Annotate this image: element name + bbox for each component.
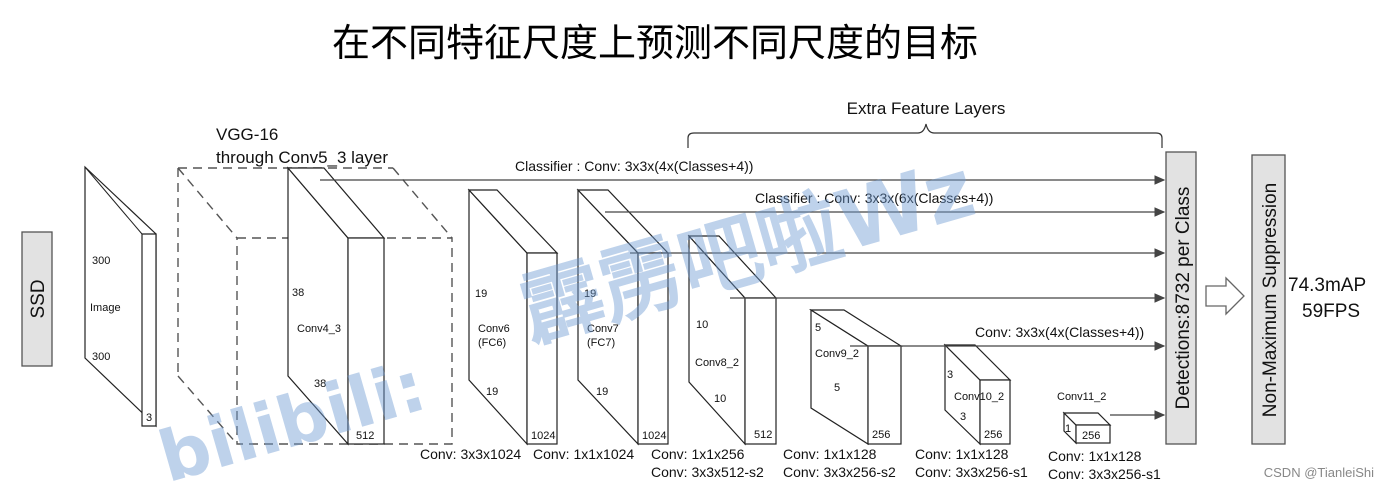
- image-block: 300 Image 300 3: [84, 165, 157, 428]
- conv7-height: 19: [596, 386, 608, 398]
- image-height: 300: [92, 351, 110, 363]
- conv9-2-channels: 256: [872, 429, 890, 441]
- conv9-2-width: 5: [815, 322, 821, 334]
- nms-label: Non-Maximum Suppression: [1260, 183, 1281, 417]
- conv4-3-width: 38: [292, 287, 304, 299]
- conv7-width: 19: [584, 288, 596, 300]
- conv11-2-label: Conv11_2: [1057, 391, 1106, 403]
- classifier-arrows: Classifier : Conv: 3x3x(4x(Classes+4)) C…: [320, 158, 1166, 420]
- page-title: 在不同特征尺度上预测不同尺度的目标: [331, 21, 978, 65]
- bottom-conv9-2-a: Conv: 1x1x128: [783, 446, 877, 462]
- bottom-conv10-2-a: Conv: 1x1x128: [915, 446, 1009, 462]
- ssd-label: SSD: [28, 279, 49, 318]
- conv8-2-width: 10: [696, 319, 708, 331]
- conv6-label-fc: (FC6): [478, 337, 506, 349]
- fps-metric: 59FPS: [1302, 301, 1360, 322]
- conv8-2-height: 10: [714, 393, 726, 405]
- conv11-2-channels: 256: [1082, 430, 1100, 442]
- bottom-conv6: Conv: 3x3x1024: [420, 446, 521, 462]
- conv4-3-label: Conv4_3: [297, 323, 341, 335]
- conv10-2-block: 3 Conv10_2 3 256: [943, 343, 1012, 446]
- conv6-channels: 1024: [531, 430, 555, 442]
- bottom-conv8-2-b: Conv: 3x3x512-s2: [651, 464, 764, 480]
- map-metric: 74.3mAP: [1288, 275, 1366, 296]
- bottom-conv7: Conv: 1x1x1024: [533, 446, 634, 462]
- conv10-2-width: 3: [947, 369, 953, 381]
- bottom-conv9-2-b: Conv: 3x3x256-s2: [783, 464, 896, 480]
- bottom-conv8-2-a: Conv: 1x1x256: [651, 446, 745, 462]
- bottom-conv10-2-b: Conv: 3x3x256-s1: [915, 464, 1028, 480]
- conv9-2-label: Conv9_2: [815, 348, 859, 360]
- conv4-3-block: 38 Conv4_3 38 512: [286, 166, 386, 446]
- conv10-2-label: Conv10_2: [954, 391, 1004, 403]
- conv8-2-channels: 512: [754, 429, 772, 441]
- classifier-label-2: Classifier : Conv: 3x3x(6x(Classes+4)): [755, 190, 993, 206]
- classifier-label-3: Conv: 3x3x(4x(Classes+4)): [975, 324, 1144, 340]
- conv4-3-height: 38: [314, 378, 326, 390]
- vgg-label-line1: VGG-16: [216, 125, 278, 144]
- conv9-2-height: 5: [834, 382, 840, 394]
- conv9-2-block: 5 Conv9_2 5 256: [808, 308, 904, 446]
- conv7-label-fc: (FC7): [587, 337, 615, 349]
- csdn-credit: CSDN @TianleiShi: [1263, 465, 1374, 480]
- conv6-width: 19: [475, 288, 487, 300]
- detections-box: Detections:8732 per Class: [1165, 151, 1197, 445]
- conv6-label: Conv6: [478, 323, 510, 335]
- conv7-channels: 1024: [642, 430, 666, 442]
- bottom-conv11-2-a: Conv: 1x1x128: [1048, 448, 1142, 464]
- conv10-2-channels: 256: [984, 429, 1002, 441]
- hollow-arrow-icon: [1205, 276, 1245, 316]
- image-width: 300: [92, 255, 110, 267]
- conv7-label: Conv7: [587, 323, 619, 335]
- conv8-2-label: Conv8_2: [695, 357, 739, 369]
- image-label: Image: [90, 302, 121, 314]
- conv10-2-height: 3: [960, 411, 966, 423]
- conv6-block: 19 Conv6 (FC6) 19 1024: [467, 188, 559, 446]
- nms-box: Non-Maximum Suppression: [1251, 154, 1286, 445]
- extra-feature-label: Extra Feature Layers: [847, 99, 1006, 118]
- bottom-conv11-2-b: Conv: 3x3x256-s1: [1048, 466, 1161, 482]
- conv8-2-block: 10 Conv8_2 10 512: [687, 234, 778, 446]
- detections-label: Detections:8732 per Class: [1173, 187, 1194, 410]
- classifier-label-1: Classifier : Conv: 3x3x(4x(Classes+4)): [515, 158, 753, 174]
- conv6-height: 19: [486, 386, 498, 398]
- extra-feature-brace: Extra Feature Layers: [687, 99, 1163, 148]
- ssd-architecture-diagram: SSD 300 Image 300 3 VGG-16 through Conv5…: [21, 99, 1366, 482]
- conv7-block: 19 Conv7 (FC7) 19 1024: [576, 188, 670, 446]
- conv11-2-width: 1: [1065, 423, 1071, 435]
- ssd-box: SSD: [21, 231, 53, 367]
- image-channels: 3: [146, 412, 152, 424]
- conv11-2-block: Conv11_2 1 256: [1057, 391, 1112, 445]
- vgg-label-line2: through Conv5_3 layer: [216, 148, 388, 167]
- conv4-3-channels: 512: [356, 430, 374, 442]
